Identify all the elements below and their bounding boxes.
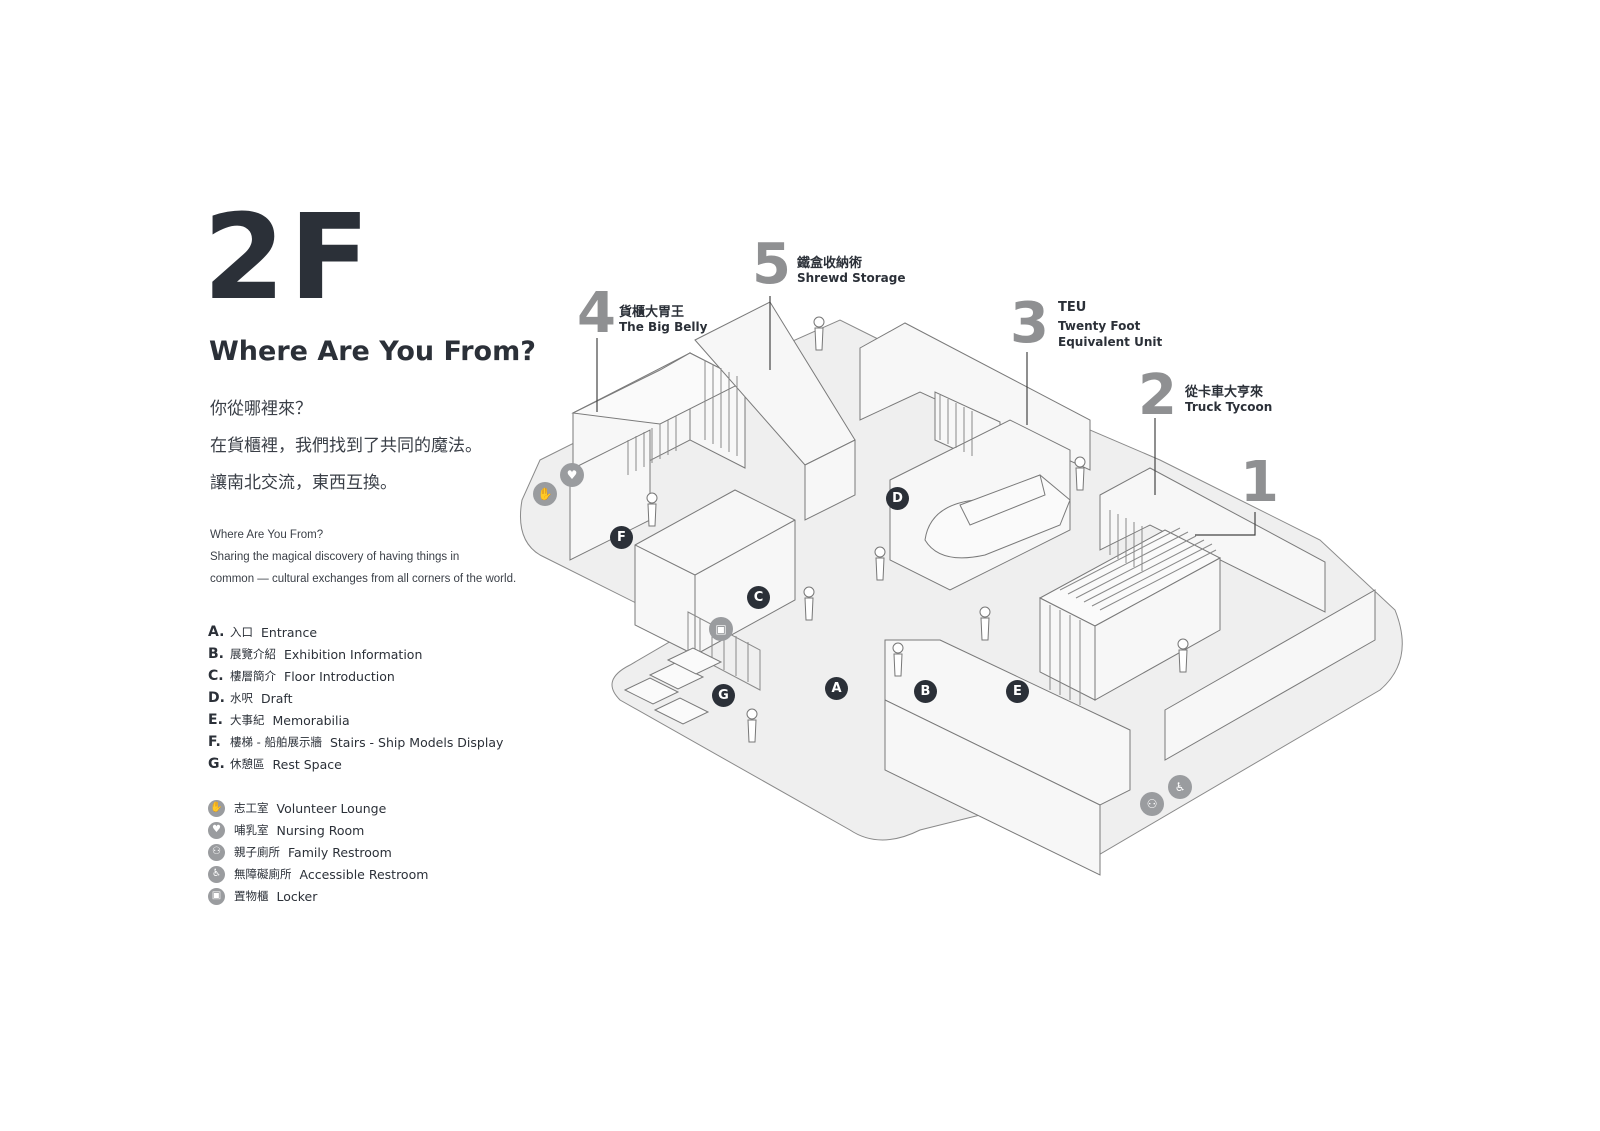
legend-letter: B. xyxy=(208,646,224,662)
zone-3-zh: TEU xyxy=(1058,300,1087,315)
legend-en: Stairs - Ship Models Display xyxy=(329,734,504,750)
zone-leader-lines xyxy=(596,296,1256,536)
locker-icon: ▣ xyxy=(208,887,225,905)
legend-en: Floor Introduction xyxy=(284,668,395,684)
container-ribs xyxy=(627,360,1217,705)
zone-5-en: Shrewd Storage xyxy=(797,271,906,285)
legend-item-draft: D. 水呎 Draft xyxy=(208,688,293,708)
volunteer-icon[interactable]: ✋ xyxy=(533,482,557,506)
intro-en-line-2: Sharing the magical discovery of having … xyxy=(210,551,460,563)
legend-zh: 置物櫃 xyxy=(234,889,269,903)
legend-item-rest-space: G. 休憩區 Rest Space xyxy=(208,754,342,774)
legend-zh: 大事紀 xyxy=(230,713,265,727)
legend-en: Draft xyxy=(261,690,293,706)
legend-facility-locker: ▣ 置物櫃 Locker xyxy=(208,886,317,906)
zone-2-number: 2 xyxy=(1138,363,1177,428)
marker-c-floor-introduction[interactable]: C xyxy=(747,586,770,609)
intro-en-line-3: common — cultural exchanges from all cor… xyxy=(210,573,517,585)
zone-5-number: 5 xyxy=(752,232,791,297)
legend-letter: A. xyxy=(208,624,225,640)
legend-letter: E. xyxy=(208,712,223,728)
legend-item-floor-introduction: C. 樓層簡介 Floor Introduction xyxy=(208,666,395,686)
legend-letter: D. xyxy=(208,690,225,706)
legend-zh: 休憩區 xyxy=(230,757,265,771)
nursing-icon[interactable]: ♥ xyxy=(560,463,584,487)
legend-letter: F. xyxy=(208,734,221,750)
boat-model xyxy=(924,474,1071,559)
legend-en: Rest Space xyxy=(272,756,342,772)
legend-facility-accessible: ♿ 無障礙廁所 Accessible Restroom xyxy=(208,864,428,884)
legend-en: Exhibition Information xyxy=(284,646,423,662)
legend-zh: 樓梯 - 船舶展示牆 xyxy=(230,735,322,749)
zone-5-zh: 鐵盒收納術 xyxy=(797,256,863,271)
legend-zh: 親子廁所 xyxy=(234,845,280,859)
legend-zh: 展覽介紹 xyxy=(230,647,276,661)
legend-en: Family Restroom xyxy=(288,844,392,860)
zone-4-number: 4 xyxy=(577,281,616,346)
legend-en: Volunteer Lounge xyxy=(276,800,387,816)
accessible-icon[interactable]: ♿ xyxy=(1168,775,1192,799)
marker-d-draft[interactable]: D xyxy=(886,487,909,510)
legend-en: Memorabilia xyxy=(272,712,350,728)
legend-facility-family-restroom: ⚇ 親子廁所 Family Restroom xyxy=(208,842,392,862)
zone-3-en: Twenty Foot xyxy=(1058,319,1141,333)
legend-en: Locker xyxy=(276,888,318,904)
legend-zh: 志工室 xyxy=(234,801,269,815)
zone-2-zh: 從卡車大亨來 xyxy=(1185,385,1264,400)
legend-en: Accessible Restroom xyxy=(299,866,429,882)
legend-item-exhibition-information: B. 展覽介紹 Exhibition Information xyxy=(208,644,422,664)
legend-item-stairs: F. 樓梯 - 船舶展示牆 Stairs - Ship Models Displ… xyxy=(208,732,503,752)
zone-1-number: 1 xyxy=(1240,450,1279,515)
zone-4-zh: 貨櫃大胃王 xyxy=(619,305,685,320)
visitor-figures xyxy=(646,316,1189,743)
nursing-icon: ♥ xyxy=(208,821,225,839)
zone-4-en: The Big Belly xyxy=(619,320,708,334)
legend-item-memorabilia: E. 大事紀 Memorabilia xyxy=(208,710,350,730)
rest-benches xyxy=(623,647,723,725)
marker-g-rest-space[interactable]: G xyxy=(712,684,735,707)
intro-zh-line-3: 讓南北交流，東西互換。 xyxy=(210,473,397,493)
zone-2-en: Truck Tycoon xyxy=(1185,400,1273,414)
accessible-icon: ♿ xyxy=(208,865,225,883)
legend-facility-nursing: ♥ 哺乳室 Nursing Room xyxy=(208,820,364,840)
marker-f-stairs[interactable]: F xyxy=(610,526,633,549)
legend-zh: 樓層簡介 xyxy=(230,669,276,683)
legend-zh: 哺乳室 xyxy=(234,823,269,837)
legend-letter: C. xyxy=(208,668,224,684)
family-restroom-icon: ⚇ xyxy=(208,843,225,861)
legend-letter: G. xyxy=(208,756,225,772)
legend-en: Entrance xyxy=(261,624,318,640)
floor-label: 2F xyxy=(203,188,374,326)
zone-3-en-line-2: Equivalent Unit xyxy=(1058,335,1163,349)
intro-en-line-1: Where Are You From? xyxy=(210,529,324,541)
zone-3-number: 3 xyxy=(1010,291,1049,356)
legend-facility-volunteer: ✋ 志工室 Volunteer Lounge xyxy=(208,798,386,818)
family-restroom-icon[interactable]: ⚇ xyxy=(1140,792,1164,816)
marker-e-memorabilia[interactable]: E xyxy=(1006,680,1029,703)
legend-zh: 水呎 xyxy=(230,691,253,705)
marker-a-entrance[interactable]: A xyxy=(825,677,848,700)
legend-item-entrance: A. 入口 Entrance xyxy=(208,622,317,642)
intro-zh-line-1: 你從哪裡來？ xyxy=(210,399,312,419)
marker-b-exhibition-information[interactable]: B xyxy=(914,680,937,703)
legend-en: Nursing Room xyxy=(276,822,365,838)
legend-zh: 入口 xyxy=(230,625,253,639)
intro-zh-line-2: 在貨櫃裡，我們找到了共同的魔法。 xyxy=(210,436,482,456)
locker-icon[interactable]: ▣ xyxy=(709,617,733,641)
legend-zh: 無障礙廁所 xyxy=(234,867,292,881)
volunteer-icon: ✋ xyxy=(208,799,225,817)
exhibition-title: Where Are You From? xyxy=(209,336,536,367)
